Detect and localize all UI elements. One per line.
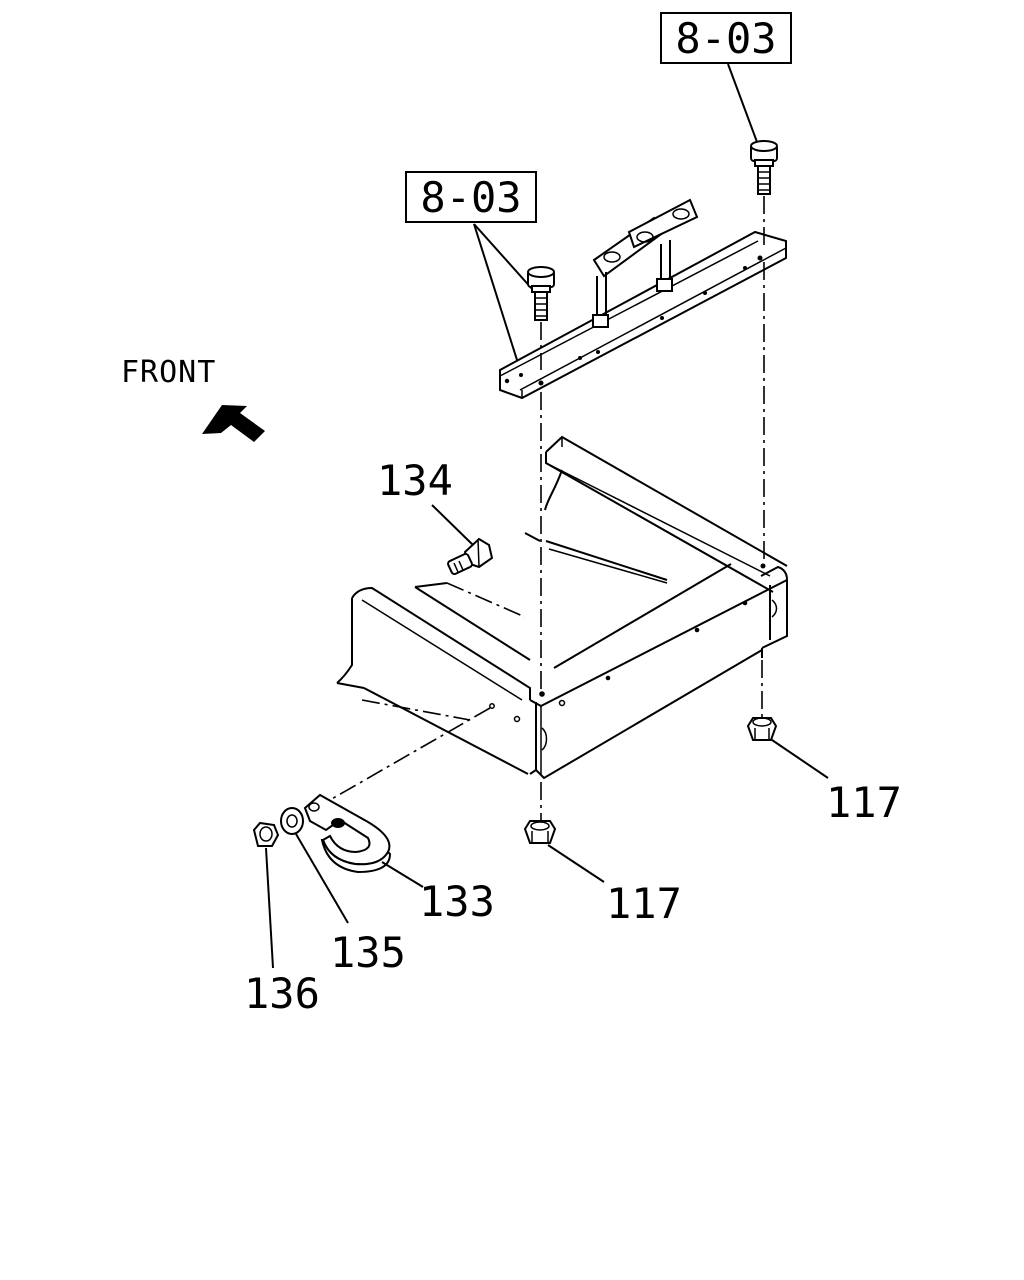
ref-top-leader <box>727 63 758 143</box>
leader-133 <box>381 861 424 888</box>
washer-135 <box>280 807 304 835</box>
ref-left-leader-2 <box>473 223 518 361</box>
label-134: 134 <box>377 456 453 505</box>
ref-box-top-label: 8-03 <box>675 14 776 63</box>
ref-box-left[interactable]: 8-03 <box>405 171 537 223</box>
assembly-centerlines <box>329 196 765 822</box>
leader-117-bottom <box>547 844 605 883</box>
leader-117-right <box>771 739 829 779</box>
front-arrow-icon <box>202 405 265 442</box>
leader-136 <box>265 847 274 969</box>
bolt-top-right <box>750 140 778 195</box>
frame-crossmember <box>336 435 788 780</box>
label-136: 136 <box>244 969 320 1018</box>
front-label: FRONT <box>121 355 216 390</box>
leader-134 <box>431 504 474 546</box>
leader-135 <box>295 833 349 924</box>
label-133: 133 <box>419 877 495 926</box>
nut-117-right <box>746 717 778 741</box>
bolt-left <box>527 266 555 321</box>
label-135: 135 <box>330 928 406 977</box>
bolt-134 <box>447 537 494 576</box>
label-117-right: 117 <box>826 778 902 827</box>
ref-box-top[interactable]: 8-03 <box>660 12 792 64</box>
nut-136 <box>252 821 280 847</box>
ref-left-leader-1 <box>473 223 534 291</box>
ref-box-left-label: 8-03 <box>420 173 521 222</box>
tow-hook-133 <box>303 793 392 874</box>
label-117-bottom: 117 <box>606 879 682 928</box>
bracket-rail <box>499 198 787 400</box>
nut-117-bottom <box>523 820 557 844</box>
